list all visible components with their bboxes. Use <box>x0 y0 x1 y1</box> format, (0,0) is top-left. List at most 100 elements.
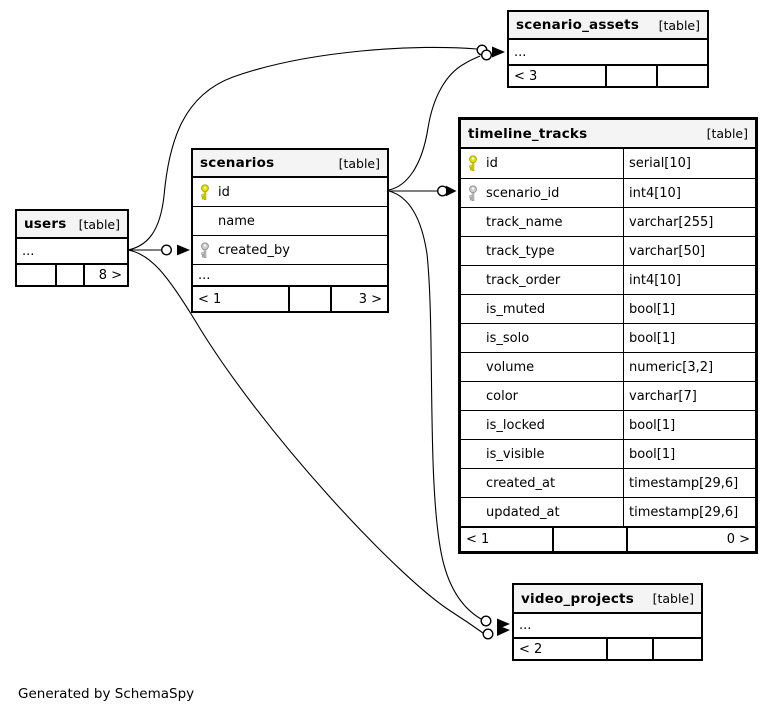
table-scenarios[interactable]: scenarios [table] id na <box>191 148 389 313</box>
column-type: bool[1] <box>623 411 755 439</box>
column-type: int4[10] <box>623 266 755 294</box>
table-tag: [table] <box>338 155 380 171</box>
table-scenario-assets[interactable]: scenario_assets [table] ... < 3 <box>507 10 709 88</box>
column-row: is_visible bool[1] <box>461 439 755 468</box>
table-video-projects[interactable]: video_projects [table] ... < 2 <box>512 583 703 661</box>
column-name: track_type <box>486 243 555 259</box>
table-name: scenario_assets <box>516 17 640 33</box>
primary-key-icon <box>469 155 477 171</box>
column-row: created_at timestamp[29,6] <box>461 468 755 497</box>
column-type: timestamp[29,6] <box>623 498 755 526</box>
pager-children: 3 > <box>330 287 387 311</box>
column-row: volume numeric[3,2] <box>461 352 755 381</box>
edge-users-scenario-assets <box>127 46 478 251</box>
more-columns-row: ... <box>193 264 387 285</box>
column-row: is_locked bool[1] <box>461 410 755 439</box>
column-type: bool[1] <box>623 440 755 468</box>
column-row: is_muted bool[1] <box>461 294 755 323</box>
column-name: created_by <box>218 242 290 258</box>
pager-mid <box>606 639 652 659</box>
pager-children <box>656 66 707 86</box>
table-tag: [table] <box>658 17 700 33</box>
column-name: is_muted <box>486 301 546 317</box>
column-row: color varchar[7] <box>461 381 755 410</box>
column-row: created_by <box>193 235 387 264</box>
column-type: serial[10] <box>623 149 755 178</box>
scenario-assets-pager: < 3 <box>509 64 707 86</box>
table-users-header[interactable]: users [table] <box>17 211 127 239</box>
column-type: bool[1] <box>623 324 755 352</box>
table-name: scenarios <box>200 155 275 171</box>
pager-children <box>652 639 701 659</box>
scenarios-pager: < 1 3 > <box>193 285 387 311</box>
column-type: numeric[3,2] <box>623 353 755 381</box>
table-scenarios-header[interactable]: scenarios [table] <box>193 150 387 178</box>
connector-arrow <box>492 46 505 58</box>
timeline-tracks-pager: < 1 0 > <box>461 526 755 551</box>
column-row: track_type varchar[50] <box>461 236 755 265</box>
column-name: is_visible <box>486 446 545 462</box>
connector-arrow <box>497 625 510 636</box>
pager-mid <box>605 66 656 86</box>
column-name: color <box>486 388 519 404</box>
column-row: track_order int4[10] <box>461 265 755 294</box>
connector-circle <box>437 185 449 197</box>
pager-parents <box>17 265 55 285</box>
generated-by-note: Generated by SchemaSpy <box>18 686 195 702</box>
column-name: id <box>218 184 230 200</box>
column-name: is_locked <box>486 417 545 433</box>
table-video-projects-header[interactable]: video_projects [table] <box>514 585 701 614</box>
pager-mid <box>288 287 330 311</box>
column-row: scenario_id int4[10] <box>461 178 755 207</box>
pager-children: 8 > <box>83 265 127 285</box>
connector-circle <box>482 628 494 640</box>
column-name: created_at <box>486 475 556 491</box>
column-name: is_solo <box>486 330 530 346</box>
edge-scenarios-video-projects <box>388 190 482 620</box>
table-users[interactable]: users [table] ... 8 > <box>15 209 129 287</box>
table-timeline-tracks[interactable]: timeline_tracks [table] id serial[10] <box>458 117 758 554</box>
connector-circle <box>480 615 492 627</box>
table-name: video_projects <box>521 590 634 607</box>
column-type: varchar[50] <box>623 237 755 265</box>
connector-arrow <box>446 185 457 197</box>
more-columns-row: ... <box>514 44 527 60</box>
column-name: scenario_id <box>486 185 560 201</box>
more-columns-row: ... <box>519 618 532 633</box>
pager-parents: < 2 <box>519 641 543 657</box>
video-projects-pager: < 2 <box>514 637 701 659</box>
table-name: users <box>24 216 67 232</box>
column-name: updated_at <box>486 504 560 520</box>
table-tag: [table] <box>652 591 694 606</box>
primary-key-icon <box>201 183 209 200</box>
foreign-key-icon <box>469 184 477 201</box>
column-type: timestamp[29,6] <box>623 469 755 497</box>
pager-parents: < 1 <box>198 291 222 307</box>
column-row: name <box>193 206 387 235</box>
column-name: track_name <box>486 214 563 230</box>
connector-circle <box>160 244 172 256</box>
table-tag: [table] <box>706 126 748 141</box>
connector-circle <box>481 49 493 61</box>
column-name: track_order <box>486 272 561 288</box>
column-row: track_name varchar[255] <box>461 207 755 236</box>
pager-parents: < 1 <box>466 532 490 547</box>
column-row: id serial[10] <box>461 149 755 178</box>
connector-arrow <box>177 244 190 256</box>
column-row: is_solo bool[1] <box>461 323 755 352</box>
column-name: id <box>486 156 498 171</box>
column-type: bool[1] <box>623 295 755 323</box>
more-columns-row: ... <box>22 243 35 259</box>
column-type: varchar[7] <box>623 382 755 410</box>
table-scenario-assets-header[interactable]: scenario_assets [table] <box>509 12 707 40</box>
column-row: id <box>193 178 387 206</box>
table-timeline-tracks-header[interactable]: timeline_tracks [table] <box>461 120 755 149</box>
edge-users-video-projects <box>127 249 484 634</box>
pager-children: 0 > <box>626 528 755 551</box>
pager-mid <box>552 528 626 551</box>
pager-mid <box>55 265 83 285</box>
edge-scenarios-scenario-assets <box>388 55 481 191</box>
pager-parents: < 3 <box>514 68 538 84</box>
